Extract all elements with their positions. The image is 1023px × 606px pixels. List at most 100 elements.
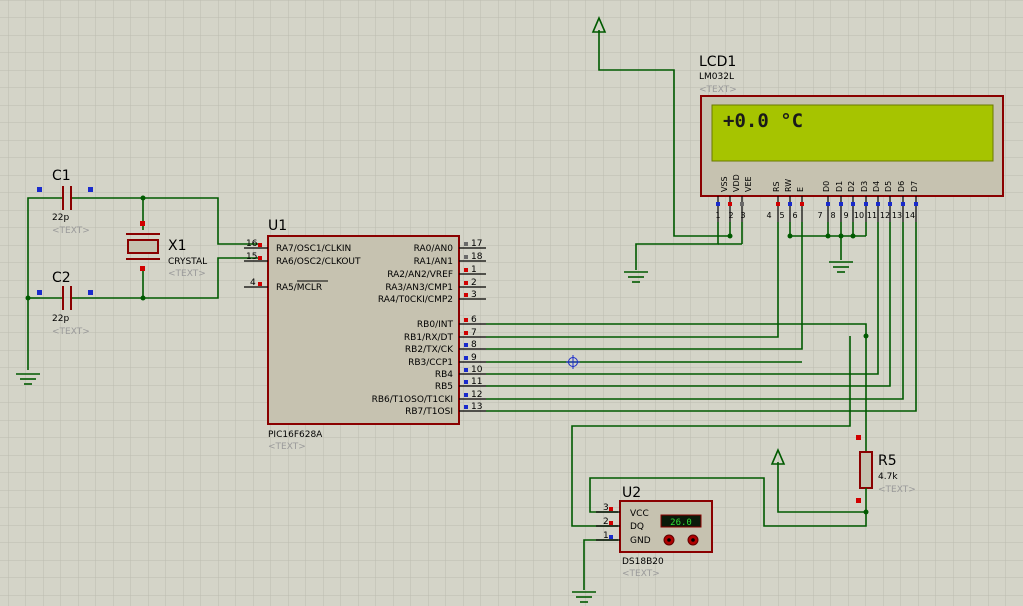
lcd-pin-label-rw: RW [784,179,793,192]
u1-body[interactable] [267,235,460,425]
u1-pin-ra2-num: 1 [471,265,477,275]
r5-pin-1[interactable] [856,435,861,440]
u1-pin-ra3-num: 2 [471,278,477,288]
x1-value: CRYSTAL [168,257,207,267]
power-terminal-ds18b20[interactable] [770,447,786,465]
wire-rb5-d5[interactable] [486,222,891,387]
lcd-pin-label-vss: VSS [720,176,729,192]
lcd-pin-stubs [717,196,917,222]
u1-pin-rb3-num: 9 [471,353,477,363]
u1-pin-ra7-label: RA7/OSC1/CLKIN [276,244,351,254]
wire-c1-x1-top[interactable] [95,197,262,245]
u2-text: <TEXT> [622,569,660,579]
u2-increase-button[interactable] [687,534,699,546]
wire-c2-x1-bottom[interactable] [95,257,262,299]
lcd-pin-label-d6: D6 [897,181,906,192]
u1-pin-rb5-num: 11 [471,377,482,387]
capacitor-c2[interactable]: C2 22p <TEXT> [37,270,95,337]
lcd-pin-label-vdd: VDD [732,174,741,192]
mcu-u1[interactable]: U1 PIC16F628A <TEXT> 16 15 4 RA7/OSC1/CL… [244,218,486,452]
u2-pin-markers [609,507,613,539]
u1-left-pin-markers [258,243,262,286]
c1-value: 22p [52,213,69,223]
x1-pin-1[interactable] [140,221,145,226]
wire-caps-ground[interactable] [27,197,40,370]
wire-rb6-d6[interactable] [486,222,904,400]
r5-ref: R5 [878,453,897,469]
u2-part: DS18B20 [622,557,664,567]
wire-lcd-vss[interactable] [635,222,719,270]
u1-pin-ra7-num: 16 [246,239,258,249]
c2-pin-2[interactable] [88,290,93,295]
ground-symbol-lcd-data[interactable] [829,261,853,273]
lcd-lcd1[interactable]: LCD1 LM032L <TEXT> +0.0 °C VSS VDD VEE R… [699,54,1004,222]
wire-rb7-d7[interactable] [486,222,917,412]
u1-pin-rb1-num: 7 [471,328,477,338]
lcd-pin-label-rs: RS [772,181,781,192]
power-terminal-top[interactable] [591,15,607,33]
resistor-r5[interactable]: R5 4.7k <TEXT> [856,435,916,510]
ground-symbol-lcd[interactable] [624,271,648,283]
crystal-x1[interactable]: X1 CRYSTAL <TEXT> [126,221,207,279]
sensor-u2[interactable]: U2 3 2 1 VCC DQ GND 26.0 D [596,485,713,579]
x1-text: <TEXT> [168,269,206,279]
wire-rb2-e[interactable] [486,222,803,350]
u1-text: <TEXT> [268,442,306,452]
u1-pin-ra0-label: RA0/AN0 [414,244,454,254]
u1-pin-ra4-label: RA4/T0CKI/CMP2 [378,295,453,305]
capacitor-c1[interactable]: C1 22p <TEXT> [37,168,95,236]
wire-rb0[interactable] [486,323,867,440]
wire-vcc[interactable] [589,477,867,527]
u1-left-pins [244,247,268,288]
x1-pin-2[interactable] [140,266,145,271]
u2-temp-reading: 26.0 [670,518,692,528]
wire-r5-vcc[interactable] [777,462,866,513]
lcd-pin-label-d2: D2 [847,181,856,192]
lcd-pin-num-13: 13 [892,211,902,220]
u2-pin-num-dq: 2 [603,517,609,527]
lcd-pin-label-vee: VEE [744,176,753,192]
u2-pin-stubs [596,511,620,541]
lcd-pin-label-d4: D4 [872,181,881,192]
x1-ref: X1 [168,238,187,254]
u1-pin-rb2-label: RB2/TX/CK [405,345,454,355]
lcd-pin-label-e: E [796,187,805,192]
c2-pin-1[interactable] [37,290,42,295]
c2-ref: C2 [52,270,71,286]
ground-symbol-caps[interactable] [16,373,40,385]
ground-symbol-ds18b20[interactable] [572,591,596,603]
wire-dq-rb0[interactable] [571,336,851,527]
lcd-ref: LCD1 [699,54,736,70]
u2-decrease-button[interactable] [663,534,675,546]
u2-pin-label-vcc: VCC [630,509,649,519]
lcd-pin-num-1: 1 [715,211,720,220]
lcd-pin-label-d7: D7 [910,181,919,192]
u1-pin-rb2-num: 8 [471,340,477,350]
lcd-pin-num-3: 3 [740,211,745,220]
lcd-display-text: +0.0 °C [723,110,803,132]
c1-ref: C1 [52,168,71,184]
u1-pin-ra0-num: 17 [471,239,482,249]
u2-pin-num-vcc: 3 [603,503,609,513]
c2-value: 22p [52,314,69,324]
wire-rb4-d4[interactable] [486,222,879,375]
u2-pin-label-gnd: GND [630,536,651,546]
r5-pin-2[interactable] [856,498,861,503]
r5-body[interactable] [859,451,873,489]
u1-pin-ra6-label: RA6/OSC2/CLKOUT [276,257,361,267]
u1-right-pin-markers-b [464,318,468,409]
r5-text: <TEXT> [878,485,916,495]
u1-pin-rb6-label: RB6/T1OSO/T1CKI [372,395,453,405]
lcd-part: LM032L [699,72,734,82]
c1-text: <TEXT> [52,226,90,236]
lcd-pin-num-14: 14 [905,211,915,220]
c1-pin-2[interactable] [88,187,93,192]
u1-pin-ra1-num: 18 [471,252,483,262]
lcd-pin-markers [716,202,918,206]
wire-rb1-rs[interactable] [486,222,779,338]
lcd-pin-label-d5: D5 [884,181,893,192]
c1-pin-1[interactable] [37,187,42,192]
lcd-pin-label-d1: D1 [835,181,844,192]
